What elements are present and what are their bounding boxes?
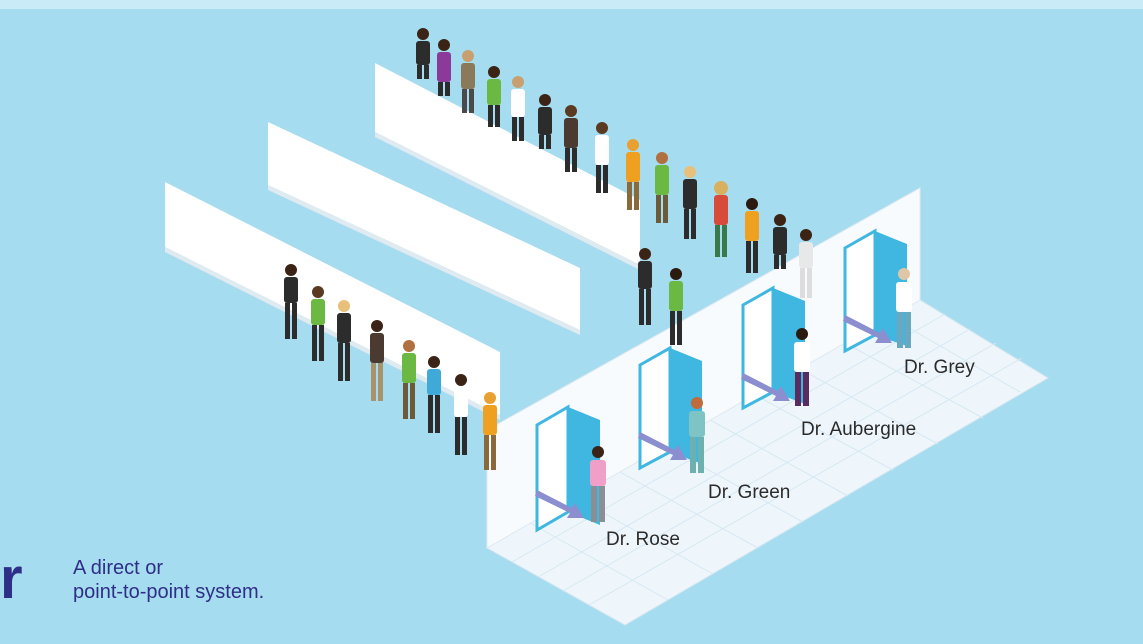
- doctor-green-figure: [689, 397, 705, 473]
- top-strip: [0, 0, 1143, 9]
- caption-line-1: A direct or: [73, 557, 164, 579]
- doctor-label-rose: Dr. Rose: [606, 529, 680, 550]
- queue-1-people: [284, 264, 497, 470]
- flow-arrows: [535, 315, 892, 518]
- queue-wall-3: [375, 63, 640, 270]
- queue-wall-1: [165, 182, 500, 420]
- floor-grid: [511, 313, 1023, 606]
- queue-2-people: [638, 248, 683, 345]
- queue-3-people: [416, 28, 813, 298]
- system-caption: A direct or point-to-point system.: [73, 556, 264, 604]
- doctor-rose-figure: [590, 446, 606, 522]
- doctor-aubergine-figure: [794, 328, 810, 406]
- queue-wall-2: [268, 122, 580, 335]
- doctor-label-aubergine: Dr. Aubergine: [801, 419, 917, 440]
- doctor-label-green: Dr. Green: [708, 482, 791, 503]
- caption-line-2: point-to-point system.: [73, 581, 265, 603]
- doctor-label-grey: Dr. Grey: [904, 357, 975, 378]
- section-letter: r: [0, 546, 23, 611]
- doctor-grey-figure: [896, 268, 912, 348]
